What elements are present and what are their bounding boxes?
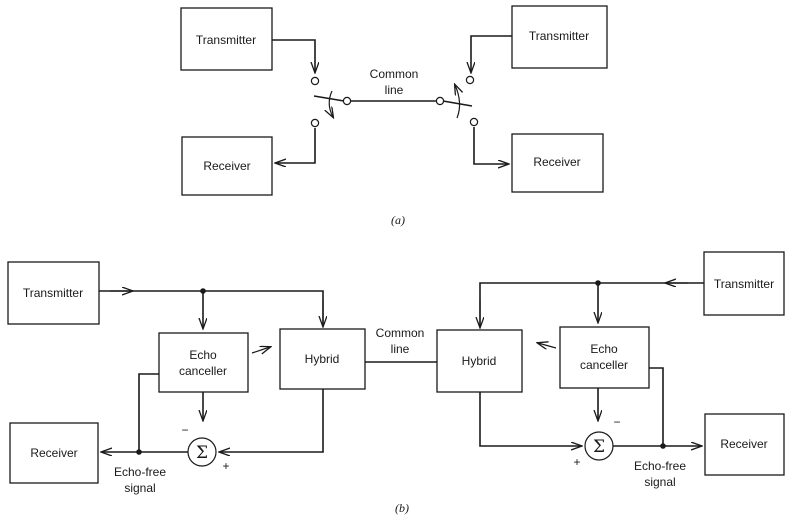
left-tx-terminal-a <box>310 76 320 86</box>
right-switch-arm-a <box>442 100 473 107</box>
left-tx-junction-node <box>200 288 206 294</box>
left-transmitter-label-b: Transmitter <box>23 286 83 300</box>
common-line-label-b-line1: Common <box>376 326 425 340</box>
right-tx-to-hybrid-wire <box>479 282 704 326</box>
left-error-feedback-wire <box>138 373 159 452</box>
left-hybrid-label: Hybrid <box>305 352 340 366</box>
left-receiver-box-b <box>9 422 99 484</box>
left-rx-wire-a <box>276 128 316 163</box>
left-tx-wire-a <box>272 39 315 72</box>
left-summer-plus: + <box>222 459 229 473</box>
right-hybrid-label: Hybrid <box>462 354 497 368</box>
left-transmitter-box-a <box>180 7 273 71</box>
left-receiver-label-b: Receiver <box>30 446 77 460</box>
left-echo-canceller-label-line2: canceller <box>179 364 227 378</box>
right-error-feedback-wire <box>649 367 664 446</box>
right-tx-terminal-a <box>465 75 475 85</box>
left-tx-to-hybrid-wire <box>99 290 324 325</box>
right-transmitter-label-a: Transmitter <box>529 29 589 43</box>
right-echo-free-label-line2: signal <box>644 475 675 489</box>
right-receiver-box-a <box>511 133 604 193</box>
left-hybrid-box <box>279 328 366 390</box>
part-b-diagram: Transmitter Receiver Echo canceller Hybr… <box>7 251 785 515</box>
left-canceller-adapt-arrow <box>251 347 270 353</box>
left-transmitter-label-a: Transmitter <box>196 33 256 47</box>
left-echo-free-label-line1: Echo-free <box>114 465 166 479</box>
left-receiver-label-a: Receiver <box>203 159 250 173</box>
right-switch-motion-arrow-a <box>455 85 460 119</box>
right-echo-canceller-box <box>559 326 650 389</box>
left-switch-motion-arrow-a <box>329 90 333 117</box>
left-echo-free-label-line2: signal <box>124 481 155 495</box>
left-summer-symbol: Σ <box>196 443 208 463</box>
left-rx-terminal-a <box>310 118 320 128</box>
right-rx-terminal-a <box>469 117 479 127</box>
left-transmitter-box-b <box>7 261 100 325</box>
left-output-junction-node <box>136 449 142 455</box>
common-line-label-a-line2: line <box>385 83 404 97</box>
common-line-label-b-line2: line <box>391 342 410 356</box>
right-receiver-box-b <box>704 413 785 476</box>
right-hybrid-to-summer-wire <box>479 392 581 446</box>
right-summer-plus: + <box>573 455 580 469</box>
left-hybrid-to-summer-wire <box>220 389 324 452</box>
right-transmitter-box-a <box>511 5 608 69</box>
part-a-diagram: Transmitter Transmitter Receiver Receive… <box>180 5 608 227</box>
caption-a: (a) <box>391 213 405 227</box>
right-tx-wire-a <box>471 35 512 72</box>
right-receiver-label-a: Receiver <box>533 155 580 169</box>
right-canceller-adapt-arrow <box>538 343 557 348</box>
right-output-junction-node <box>660 443 666 449</box>
right-echo-canceller-label-line2: canceller <box>580 358 628 372</box>
right-switch-pivot-a <box>435 96 445 106</box>
left-echo-canceller-label-line1: Echo <box>189 348 217 362</box>
left-switch-arm-a <box>313 95 345 102</box>
left-receiver-box-a <box>181 136 273 196</box>
common-line-label-a-line1: Common <box>370 67 419 81</box>
right-tx-junction-node <box>595 280 601 286</box>
right-summer-symbol: Σ <box>593 437 605 457</box>
caption-b: (b) <box>395 501 409 515</box>
right-rx-wire-a <box>473 127 508 164</box>
left-echo-canceller-box <box>158 332 249 393</box>
right-transmitter-label-b: Transmitter <box>714 277 774 291</box>
right-echo-free-label-line1: Echo-free <box>634 459 686 473</box>
right-echo-canceller-label-line1: Echo <box>590 342 618 356</box>
right-transmitter-box-b <box>703 251 785 316</box>
right-receiver-label-b: Receiver <box>720 437 767 451</box>
right-summer-minus: − <box>613 415 620 429</box>
left-switch-pivot-a <box>342 96 352 106</box>
left-summer-minus: − <box>181 423 188 437</box>
